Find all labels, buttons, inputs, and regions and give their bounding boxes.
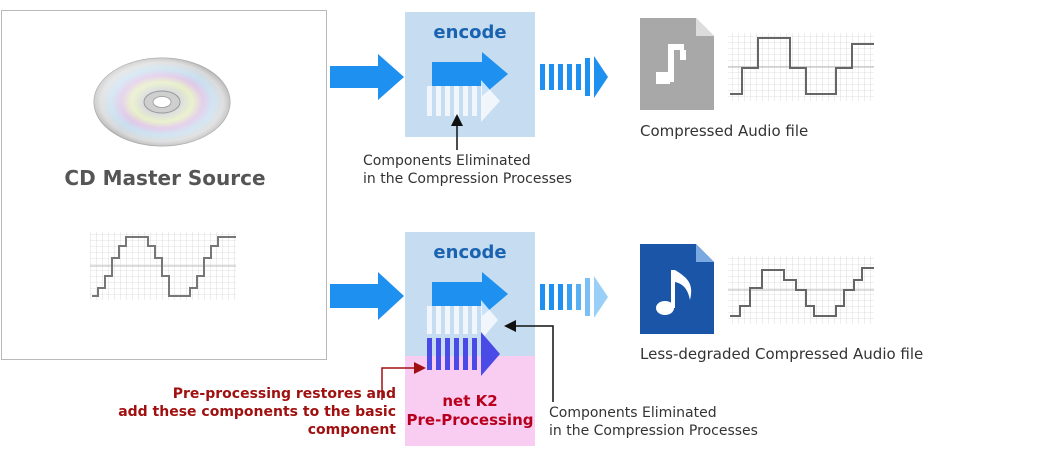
output-arrow-bottom <box>540 276 608 318</box>
restored-components-arrow <box>427 332 500 376</box>
encode-label-bottom: encode <box>433 242 507 263</box>
input-arrow-bottom <box>330 272 404 320</box>
cd-disc-icon <box>93 57 231 147</box>
k2-label: net K2 Pre-Processing <box>405 392 535 430</box>
top-file-waveform <box>728 33 874 101</box>
k2-label-line2: Pre-Processing <box>406 411 534 429</box>
input-arrow-top <box>330 54 404 100</box>
net-k2-preprocessing-box: net K2 Pre-Processing <box>405 356 535 446</box>
music-file-blue-icon <box>640 244 714 334</box>
eliminated-caption-top: Components Eliminated in the Compression… <box>363 153 572 187</box>
encode-arrow-top <box>427 52 508 122</box>
source-waveform <box>90 232 236 300</box>
encode-label-top: encode <box>433 22 507 43</box>
bottom-file-waveform <box>728 256 874 324</box>
k2-label-line1: net K2 <box>442 392 498 410</box>
file-caption-bottom: Less-degraded Compressed Audio file <box>640 345 924 363</box>
file-caption-top: Compressed Audio file <box>640 122 809 140</box>
output-arrow-top <box>540 56 608 98</box>
eliminated-caption-bottom: Components Eliminated in the Compression… <box>549 405 758 439</box>
music-file-grey-icon <box>640 18 714 110</box>
source-title: CD Master Source <box>64 166 266 190</box>
encode-arrow-bottom <box>427 272 508 376</box>
restore-caption: Pre-processing restores and add these co… <box>118 386 396 438</box>
